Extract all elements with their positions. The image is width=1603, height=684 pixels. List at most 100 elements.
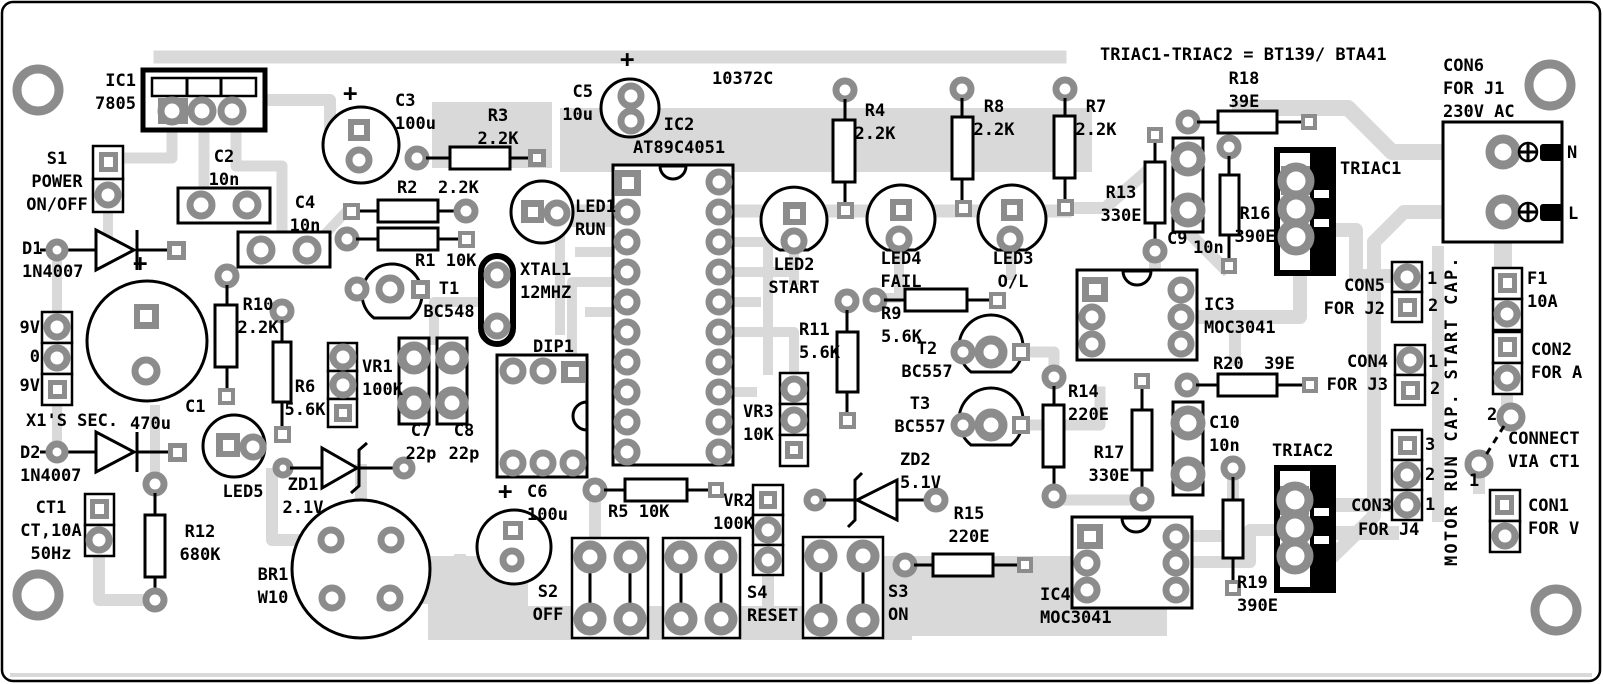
label-ic3: IC3 MOC3041 [1204,295,1276,338]
label-con3-val: FOR J4 [1358,520,1420,540]
label-r16: R16 390E [1234,204,1276,247]
led1-footprint [509,179,575,245]
label-c8: C8 22p [448,421,480,464]
label-con6: CON6 FOR J1 230V AC [1443,56,1515,122]
label-xtal1: XTAL1 12MHZ [520,260,572,303]
c4-capacitor-footprint [236,230,332,269]
label-r19: R19 390E [1237,573,1278,616]
label-c3-plus: + [343,79,358,107]
label-c2: C2 10n [208,147,240,190]
label-c10: C10 10n [1209,413,1240,456]
c10-capacitor-footprint [1170,400,1206,497]
r4-resistor-footprint [831,77,858,219]
c3-capacitor-footprint [321,105,401,185]
br1-bridge-footprint [290,498,432,640]
vr1-preset-footprint [326,341,359,429]
label-r1: R1 10K [415,251,477,271]
ic3-optocoupler-footprint [1075,268,1199,362]
xtal1-crystal-footprint [478,253,516,347]
label-c3: C3 100u [395,91,436,134]
label-s3: S3 ON [888,582,909,625]
c5-capacitor-footprint [599,77,661,139]
label-con5: CON5 FOR J2 [1323,276,1385,319]
triac2-footprint [1274,465,1336,593]
label-d1-plus: + [133,249,148,277]
label-r3: R3 2.2K [477,106,519,149]
label-vr2: VR2 100K [713,491,754,534]
c6-capacitor-footprint [475,508,553,586]
c9-capacitor-footprint [1170,136,1206,234]
label-con3-pin2: 2 [1425,465,1436,485]
label-s1: S1 POWER ON/OFF [26,149,88,215]
r18-resistor-footprint [1175,109,1317,135]
s1-power-switch-footprint [91,144,125,214]
r5-resistor-footprint [582,477,724,503]
label-r12: R12 680K [179,522,221,565]
label-x1-sec: X1'S SEC. [26,411,119,431]
label-r15: R15 220E [948,504,990,547]
label-connect-via-ct1: CONNECT VIA CT1 [1508,429,1580,472]
r15-resistor-footprint [892,552,1033,578]
label-br1: BR1 W10 [257,565,289,608]
r10-resistor-footprint [213,263,240,405]
label-triac2: TRIAC2 [1272,441,1334,461]
led2-footprint [759,185,829,255]
r13-resistor-footprint [1142,127,1168,264]
r14-resistor-footprint [1041,364,1067,509]
label-c4: C4 10n [289,193,321,236]
label-vr3: VR3 10K [743,402,774,445]
label-t1: T1 BC548 [423,279,475,322]
r7-resistor-footprint [1052,76,1078,216]
r2-resistor-footprint [343,198,479,224]
label-t2: T2 BC557 [901,339,953,382]
label-s2: S2 OFF [532,582,564,625]
label-d2: D2 1N4007 [20,443,82,486]
label-zd1: ZD1 2.1V [282,475,324,518]
con2-connector-footprint [1491,330,1524,396]
label-con5-pin1: 1 [1427,269,1438,289]
label-r8: R8 2.2K [973,97,1015,140]
ic4-optocoupler-footprint [1070,515,1194,610]
label-triac1: TRIAC1 [1340,159,1402,179]
label-r4: R4 2.2K [854,101,896,144]
zd1-zener-symbol [272,441,416,495]
label-r2: R2 2.2K [397,178,479,198]
label-ct1: CT1 CT,10A 50Hz [20,498,82,564]
r9-resistor-footprint [862,287,1006,313]
r12-resistor-footprint [142,471,168,613]
label-r11: R11 5.6K [799,320,840,363]
r6-resistor-footprint [269,298,295,443]
label-motor-cap-vertical: MOTOR RUN CAP. START CAP. [1442,255,1462,566]
label-con3-pin3: 3 [1425,435,1436,455]
r3-resistor-footprint [404,145,546,171]
label-c1-ref: C1 [185,397,206,417]
r1-resistor-footprint [334,226,475,252]
label-c7: C7 22p [405,421,437,464]
r16-resistor-footprint [1216,134,1242,274]
con4-connector-footprint [1393,343,1427,407]
label-board-id: 10372C [712,69,774,89]
ic2-mcu-footprint [611,163,735,467]
label-neutral: N [1567,143,1578,163]
label-con4: CON4 FOR J3 [1326,352,1388,395]
label-s4: S4 RESET [747,583,799,626]
label-con4-pin1: 1 [1428,352,1439,372]
ct-link-pads [1464,402,1526,479]
label-c9-val: 10n [1193,238,1224,258]
label-ic1: IC1 7805 [95,71,136,114]
triac1-footprint [1274,147,1336,276]
con3-connector-footprint [1390,428,1424,522]
label-led3: LED3 O/L [992,249,1034,292]
label-c6-plus: + [498,477,513,505]
vr2-preset-footprint [751,483,785,577]
ic1-regulator-footprint [140,67,268,133]
label-r17: R17 330E [1088,443,1130,486]
t3-transistor-footprint [950,386,1030,447]
label-r5: R5 10K [608,502,670,522]
s2-switch-footprint [570,536,650,640]
label-r10: R10 2.2K [237,295,279,338]
label-c5: C5 10u [562,82,593,125]
